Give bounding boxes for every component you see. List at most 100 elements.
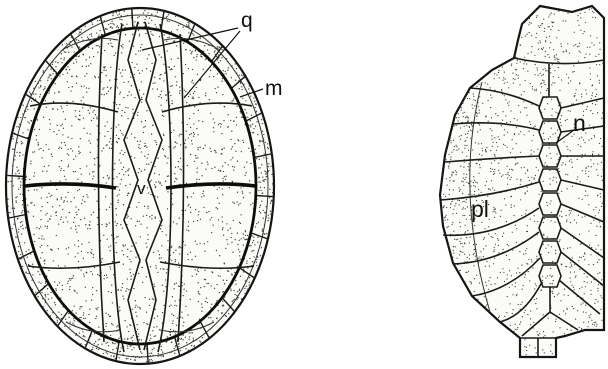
stipple-dot — [469, 127, 470, 128]
stipple-dot — [103, 353, 104, 354]
stipple-dot — [503, 233, 504, 234]
stipple-dot — [208, 211, 209, 212]
stipple-dot — [137, 221, 138, 222]
stipple-dot — [188, 230, 189, 231]
stipple-dot — [506, 312, 507, 313]
stipple-dot — [209, 99, 210, 100]
stipple-dot — [272, 184, 273, 185]
stipple-dot — [567, 329, 568, 330]
stipple-dot — [490, 150, 491, 151]
stipple-dot — [105, 326, 106, 327]
stipple-dot — [166, 234, 167, 235]
stipple-dot — [496, 142, 497, 143]
stipple-dot — [194, 134, 195, 135]
stipple-dot — [590, 314, 591, 315]
stipple-dot — [149, 353, 150, 354]
stipple-dot — [32, 289, 33, 290]
stipple-dot — [233, 120, 234, 121]
stipple-dot — [138, 334, 139, 335]
stipple-dot — [35, 99, 36, 100]
stipple-dot — [85, 224, 86, 225]
stipple-dot — [218, 62, 219, 63]
stipple-dot — [487, 84, 488, 85]
stipple-dot — [144, 146, 145, 147]
stipple-dot — [64, 176, 65, 177]
stipple-dot — [129, 269, 130, 270]
stipple-dot — [40, 210, 41, 211]
stipple-dot — [158, 181, 159, 182]
stipple-dot — [193, 82, 194, 83]
stipple-dot — [21, 212, 22, 213]
stipple-dot — [44, 166, 45, 167]
stipple-dot — [492, 187, 493, 188]
stipple-dot — [59, 75, 60, 76]
stipple-dot — [492, 237, 493, 238]
stipple-dot — [185, 64, 186, 65]
stipple-dot — [166, 100, 167, 101]
stipple-dot — [544, 165, 545, 166]
stipple-dot — [458, 117, 459, 118]
stipple-dot — [197, 134, 198, 135]
stipple-dot — [485, 282, 486, 283]
stipple-dot — [564, 294, 565, 295]
stipple-dot — [103, 87, 104, 88]
stipple-dot — [580, 52, 581, 53]
stipple-dot — [48, 77, 49, 78]
stipple-dot — [535, 175, 536, 176]
stipple-dot — [94, 110, 95, 111]
stipple-dot — [146, 16, 147, 17]
stipple-dot — [460, 243, 461, 244]
stipple-dot — [240, 187, 241, 188]
stipple-dot — [244, 167, 245, 168]
stipple-dot — [157, 158, 158, 159]
stipple-dot — [582, 302, 583, 303]
stipple-dot — [21, 233, 22, 234]
stipple-dot — [585, 195, 586, 196]
stipple-dot — [235, 280, 236, 281]
stipple-dot — [510, 152, 511, 153]
stipple-dot — [67, 201, 68, 202]
stipple-dot — [552, 293, 553, 294]
stipple-dot — [153, 83, 154, 84]
stipple-dot — [532, 88, 533, 89]
stipple-dot — [87, 252, 88, 253]
stipple-dot — [199, 179, 200, 180]
stipple-dot — [258, 181, 259, 182]
stipple-dot — [480, 129, 481, 130]
stipple-dot — [191, 81, 192, 82]
stipple-dot — [462, 152, 463, 153]
stipple-dot — [79, 111, 80, 112]
stipple-dot — [132, 109, 133, 110]
stipple-dot — [536, 90, 537, 91]
stipple-dot — [456, 239, 457, 240]
stipple-dot — [73, 318, 74, 319]
stipple-dot — [498, 170, 499, 171]
stipple-dot — [79, 332, 80, 333]
stipple-dot — [473, 182, 474, 183]
stipple-dot — [131, 349, 132, 350]
stipple-dot — [491, 97, 492, 98]
stipple-dot — [240, 223, 241, 224]
stipple-dot — [123, 97, 124, 98]
stipple-dot — [222, 194, 223, 195]
stipple-dot — [145, 120, 146, 121]
stipple-dot — [90, 251, 91, 252]
stipple-dot — [108, 24, 109, 25]
stipple-dot — [590, 294, 591, 295]
stipple-dot — [572, 167, 573, 168]
stipple-dot — [524, 57, 525, 58]
stipple-dot — [512, 170, 513, 171]
stipple-dot — [211, 168, 212, 169]
stipple-dot — [490, 95, 491, 96]
stipple-dot — [29, 122, 30, 123]
stipple-dot — [575, 93, 576, 94]
stipple-dot — [537, 69, 538, 70]
stipple-dot — [569, 53, 570, 54]
stipple-dot — [472, 149, 473, 150]
stipple-dot — [150, 180, 151, 181]
stipple-dot — [598, 154, 599, 155]
stipple-dot — [41, 157, 42, 158]
stipple-dot — [597, 301, 598, 302]
stipple-dot — [92, 48, 93, 49]
stipple-dot — [555, 57, 556, 58]
